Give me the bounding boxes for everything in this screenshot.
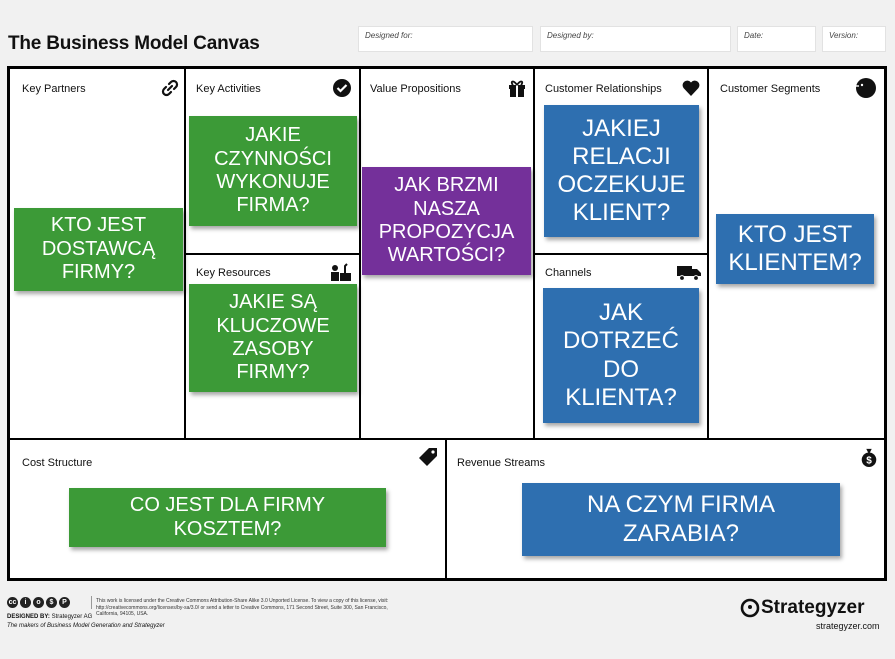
divider	[359, 69, 361, 438]
designed-for-label: Designed for:	[365, 31, 413, 40]
strategyzer-url[interactable]: strategyzer.com	[816, 621, 880, 631]
footer-tagline: The makers of Business Model Generation …	[7, 623, 165, 629]
sticky-note-key-resources[interactable]: JAKIE SĄ KLUCZOWE ZASOBY FIRMY?	[189, 284, 357, 392]
sticky-note-cost-structure[interactable]: CO JEST DLA FIRMY KOSZTEM?	[69, 488, 386, 547]
divider	[445, 438, 447, 578]
divider	[533, 253, 708, 255]
link-icon	[161, 79, 179, 97]
money-bag-icon: $	[861, 448, 877, 467]
share-alike-icon: o	[33, 597, 44, 608]
cost-structure-label: Cost Structure	[22, 457, 93, 469]
sticky-note-customer-relationships[interactable]: JAKIEJ RELACJI OCZEKUJE KLIENT?	[544, 105, 699, 237]
revenue-streams-label: Revenue Streams	[457, 457, 546, 469]
date-field[interactable]: Date:	[737, 26, 816, 52]
sticky-note-key-partners[interactable]: KTO JEST DOSTAWCĄ FIRMY?	[14, 208, 183, 291]
attribution-icon: i	[20, 597, 31, 608]
key-activities-label: Key Activities	[196, 83, 261, 95]
sticky-note-value-propositions[interactable]: JAK BRZMI NASZA PROPOZYCJA WARTOŚCI?	[362, 167, 531, 275]
date-label: Date:	[744, 31, 764, 40]
version-field[interactable]: Version:	[822, 26, 886, 52]
designed-by-credit-value: Strategyzer AG	[51, 614, 93, 620]
value-propositions-label: Value Propositions	[370, 83, 461, 95]
strategyzer-logo[interactable]: Strategyzer	[740, 597, 865, 619]
license-icons: cc i o $ P	[7, 597, 72, 608]
business-model-canvas: Key Partners Key Activities Key Resource…	[7, 66, 887, 581]
price-tag-icon	[419, 448, 437, 466]
key-resources-label: Key Resources	[196, 267, 271, 279]
truck-icon	[677, 266, 701, 281]
factory-worker-icon	[331, 263, 351, 281]
license-text-2: http://creativecommons.org/licenses/by-s…	[96, 605, 388, 617]
version-label: Version:	[829, 31, 859, 40]
divider	[707, 69, 709, 438]
channels-label: Channels	[545, 267, 592, 279]
divider	[184, 253, 359, 255]
checkmark-icon	[333, 79, 351, 97]
noncommercial-icon: $	[46, 597, 57, 608]
customer-segments-label: Customer Segments	[720, 83, 821, 95]
license-text: This work is licensed under the Creative…	[96, 598, 389, 604]
heart-icon	[682, 80, 700, 96]
sticky-note-revenue-streams[interactable]: NA CZYM FIRMA ZARABIA?	[522, 483, 840, 556]
divider	[10, 438, 884, 440]
key-partners-label: Key Partners	[22, 83, 86, 95]
sticky-note-key-activities[interactable]: JAKIE CZYNNOŚCI WYKONUJE FIRMA?	[189, 116, 357, 226]
person-icon: P	[59, 597, 70, 608]
designed-by-credit: DESIGNED BY: Strategyzer AG	[7, 614, 92, 620]
strategyzer-brand: Strategyzer	[761, 597, 865, 618]
designed-by-field[interactable]: Designed by:	[540, 26, 731, 52]
gift-icon	[509, 80, 525, 97]
customer-relationships-label: Customer Relationships	[545, 83, 662, 95]
cc-icon: cc	[7, 597, 18, 608]
canvas-title: The Business Model Canvas	[8, 33, 260, 54]
footer-divider	[91, 596, 92, 609]
sticky-note-channels[interactable]: JAK DOTRZEĆ DO KLIENTA?	[543, 288, 699, 423]
designed-by-credit-label: DESIGNED BY:	[7, 614, 50, 620]
sticky-note-customer-segments[interactable]: KTO JEST KLIENTEM?	[716, 214, 874, 284]
designed-for-field[interactable]: Designed for:	[358, 26, 533, 52]
svg-text:$: $	[866, 455, 872, 466]
strategyzer-logo-icon	[740, 598, 760, 618]
designed-by-label: Designed by:	[547, 31, 594, 40]
head-icon	[856, 78, 876, 98]
